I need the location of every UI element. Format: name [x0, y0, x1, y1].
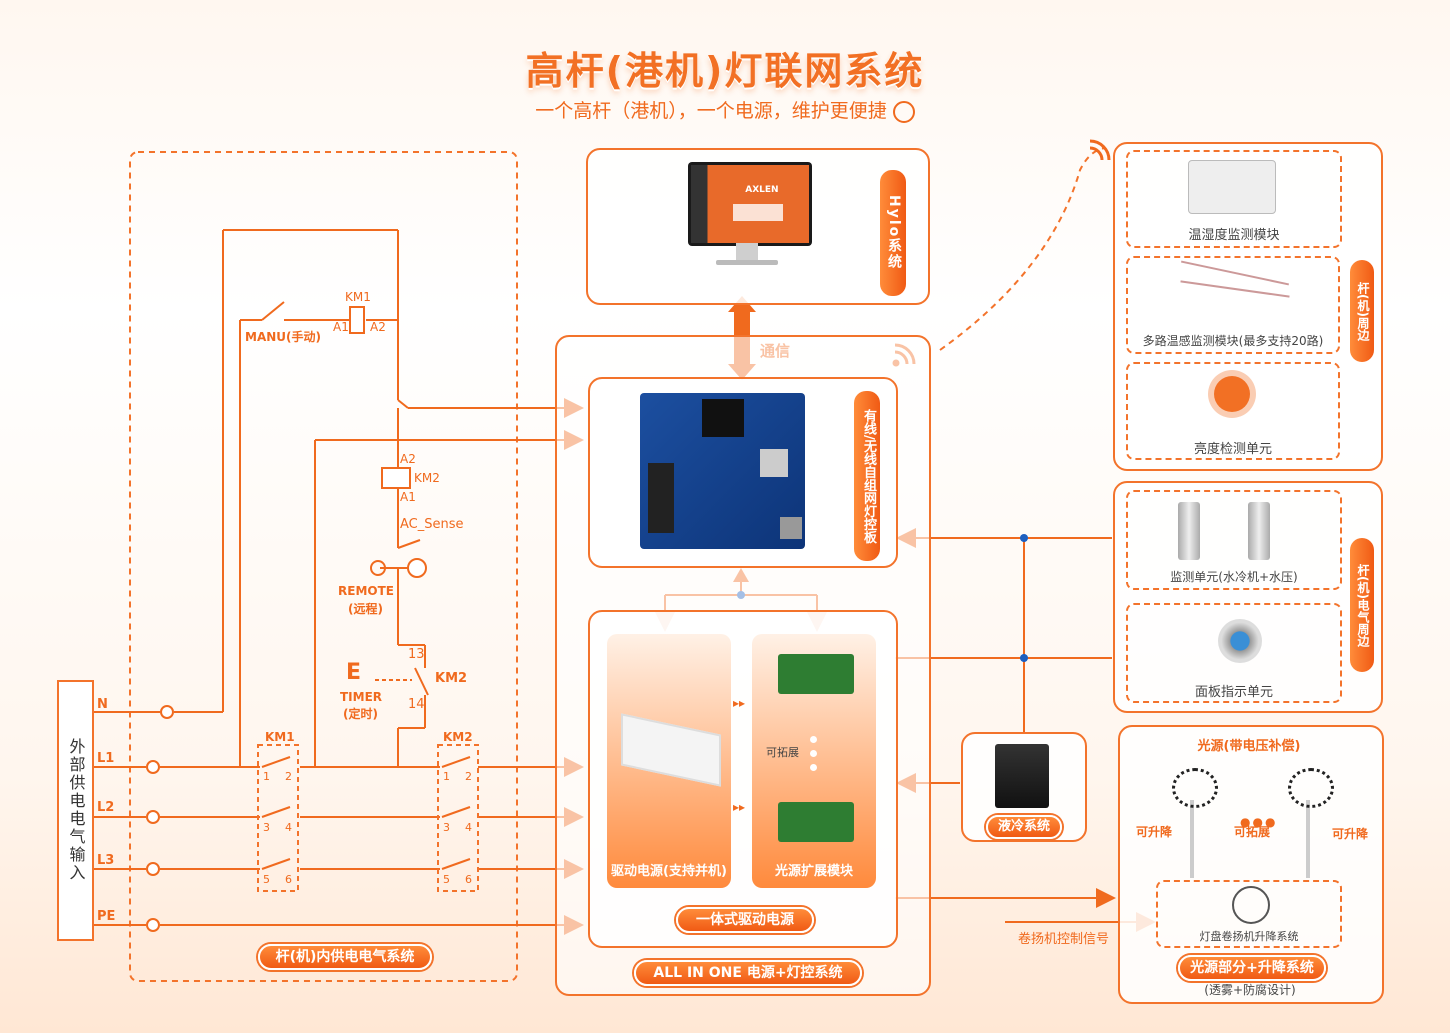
monitor-unit-label: 监测单元(水冷机+水压) [1170, 570, 1298, 584]
remote-label: REMOTE [338, 584, 394, 598]
indicator-light-icon [1218, 619, 1262, 663]
control-board-panel: 有线/无线自组网灯控板 [588, 377, 898, 568]
line-label-pe: PE [97, 909, 116, 924]
km2-a1-label: A1 [400, 490, 416, 504]
expandable-label: 可拓展 [766, 746, 799, 759]
km2-pin-5: 5 [443, 873, 450, 886]
light-system-title: 光源(带电压补偿) [1197, 739, 1301, 754]
page-title: 高杆(港机)灯联网系统 [525, 49, 925, 93]
page-subtitle: 一个高杆（港机），一个电源，维护更便捷 [0, 96, 1450, 123]
driver-psu-label: 驱动电源(支持并机) [611, 864, 727, 879]
winch-label: 灯盘卷扬机升降系统 [1199, 930, 1299, 943]
a1-label: A1 [333, 320, 349, 334]
external-input-label: 外部供电电气输入 [66, 738, 86, 882]
winch-signal-label: 卷扬机控制信号 [1018, 932, 1110, 947]
control-board-image [640, 393, 805, 549]
panel-indicator-card: 面板指示单元 [1126, 603, 1342, 703]
pressure-sensor-icon [1178, 502, 1200, 560]
brightness-label: 亮度检测单元 [1193, 442, 1272, 457]
km2-label: KM2 [443, 730, 473, 744]
light-head-left-icon [1172, 768, 1218, 808]
control-board-label: 有线/无线自组网灯控板 [854, 391, 880, 561]
liftable-right-label: 可升降 [1332, 827, 1369, 841]
monitor-icon: AXLEN [688, 162, 812, 246]
light-expandable-label: 可拓展 [1234, 825, 1271, 839]
multi-temp-card: 多路温感监测模块(最多支持20路) [1126, 256, 1340, 354]
remote-cn-label: (远程) [348, 602, 383, 616]
pole-elec-periph-label: 杆(机)电气周边 [1350, 538, 1374, 672]
monitor-unit-card: 监测单元(水冷机+水压) [1126, 490, 1342, 590]
ac-sense-label: AC_Sense [400, 517, 464, 532]
km2-aux-label: KM2 [435, 671, 468, 686]
internal-power-label: 杆(机)内供电电气系统 [258, 944, 432, 970]
hylo-label: Hylo系统 [880, 170, 906, 296]
km1-pin-6: 6 [285, 873, 292, 886]
temp-humidity-icon [1188, 160, 1276, 214]
light-head-right-icon [1288, 768, 1334, 808]
liquid-cooling-device-icon [995, 744, 1049, 808]
pole-left [1190, 800, 1194, 878]
hand-icon [892, 100, 915, 123]
driver-psu-card: 驱动电源(支持并机) [607, 634, 731, 888]
temp-humidity-card: 温湿度监测模块 [1126, 150, 1342, 248]
hylo-panel: AXLEN Hylo系统 [586, 148, 930, 305]
expand-module-card: 可拓展 光源扩展模块 [752, 634, 876, 888]
wireless-link [939, 147, 1106, 351]
km2-pin-1: 1 [443, 770, 450, 783]
timer-e-label: E [346, 660, 362, 685]
km1-pin-1: 1 [263, 770, 270, 783]
multi-temp-label: 多路温感监测模块(最多支持20路) [1142, 334, 1324, 348]
module-board-image-1 [778, 654, 854, 694]
timer-cn-label: (定时) [343, 707, 378, 721]
km2-pin-6: 6 [465, 873, 472, 886]
driver-psu-image [621, 713, 721, 787]
km1-coil-label: KM1 [345, 290, 371, 304]
liquid-cooling-label: 液冷系统 [986, 815, 1062, 839]
km2-a2-label: A2 [400, 452, 416, 466]
km1-contactor [257, 744, 299, 892]
line-label-l2: L2 [97, 800, 115, 815]
monitor-brand: AXLEN [745, 185, 779, 196]
km1-label: KM1 [265, 730, 295, 744]
km2-pin-3: 3 [443, 821, 450, 834]
line-label-n: N [97, 697, 108, 712]
contact-14: 14 [408, 697, 425, 712]
km1-pin-4: 4 [285, 821, 292, 834]
brightness-card: 亮度检测单元 [1126, 362, 1340, 460]
km2-coil-label: KM2 [414, 471, 440, 485]
km2-pin-4: 4 [465, 821, 472, 834]
a2-label: A2 [370, 320, 386, 334]
expand-module-label: 光源扩展模块 [774, 864, 853, 879]
km1-pin-3: 3 [263, 821, 270, 834]
internal-power-panel [129, 151, 518, 982]
winch-icon [1232, 886, 1270, 924]
manu-label: MANU(手动) [245, 330, 321, 344]
all-in-one-driver-label: 一体式驱动电源 [676, 907, 814, 933]
km1-pin-5: 5 [263, 873, 270, 886]
panel-indicator-label: 面板指示单元 [1194, 685, 1273, 700]
sun-icon [1214, 376, 1250, 412]
external-input-box: 外部供电电气输入 [57, 680, 94, 941]
all-in-one-system-label: ALL IN ONE 电源+灯控系统 [634, 960, 862, 986]
light-system-sub: (透雾+防腐设计) [1204, 983, 1296, 997]
km1-coil [349, 306, 365, 334]
pole-periph-label: 杆(机)周边 [1350, 260, 1374, 362]
line-label-l3: L3 [97, 853, 115, 868]
timer-label: TIMER [340, 690, 383, 704]
temp-humidity-label: 温湿度监测模块 [1188, 228, 1280, 243]
km2-contactor [437, 744, 479, 892]
km2-coil [381, 467, 411, 489]
contact-13: 13 [408, 647, 425, 662]
winch-card: 灯盘卷扬机升降系统 [1156, 880, 1342, 948]
remote-switch-icon [407, 558, 427, 578]
module-board-image-2 [778, 802, 854, 842]
pole-right [1306, 800, 1310, 878]
subtitle-text: 一个高杆（港机），一个电源，维护更便捷 [535, 100, 887, 122]
light-system-label: 光源部分+升降系统 [1178, 955, 1326, 981]
line-label-l1: L1 [97, 751, 115, 766]
km1-pin-2: 2 [285, 770, 292, 783]
km2-pin-2: 2 [465, 770, 472, 783]
liftable-left-label: 可升降 [1136, 825, 1173, 839]
